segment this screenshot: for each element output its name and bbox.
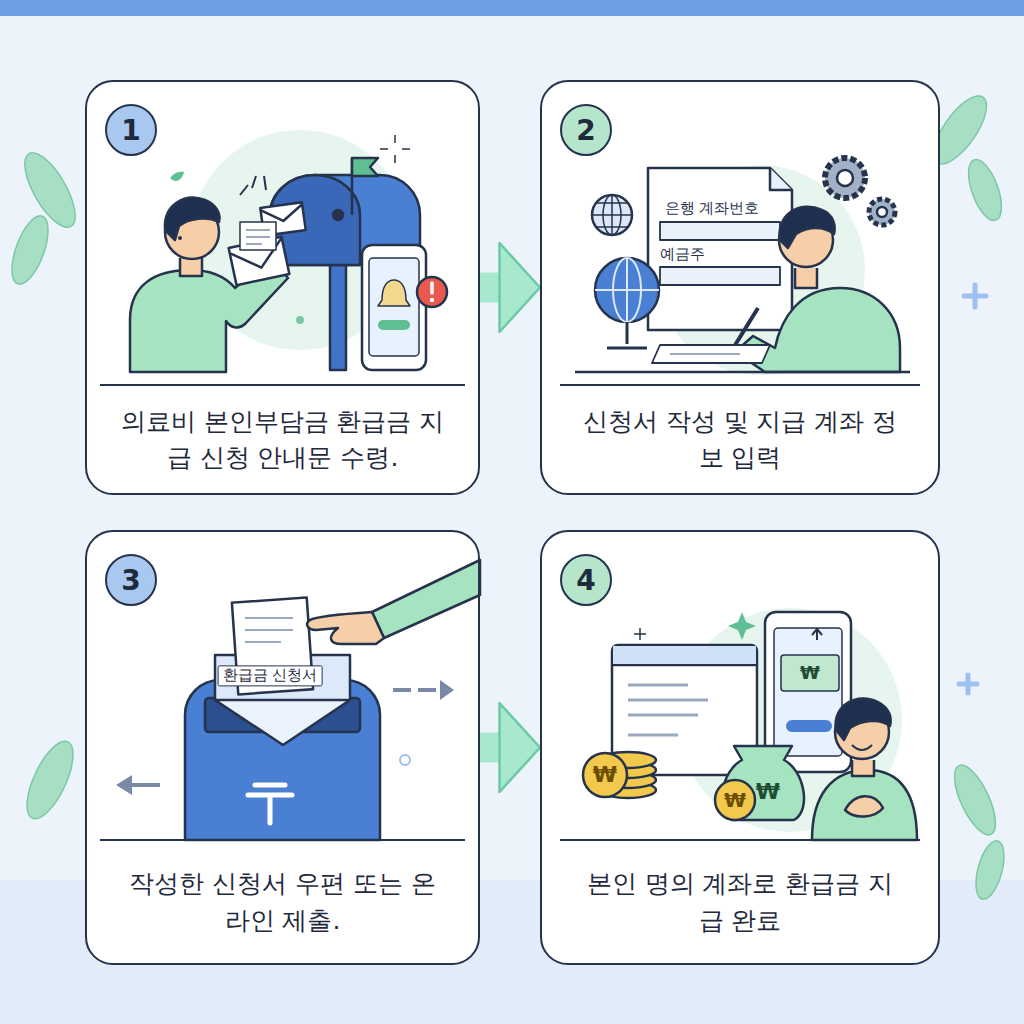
payment-illustration (583, 608, 917, 840)
step-number: 1 (105, 104, 157, 156)
step-caption: 작성한 신청서 우편 또는 온라인 제출. (118, 866, 448, 939)
currency-symbol: ₩ (800, 663, 820, 684)
step-number: 3 (105, 554, 157, 606)
field-label: 은행 계좌번호 (661, 199, 764, 218)
step-caption: 본인 명의 계좌로 환급금 지급 완료 (575, 866, 905, 939)
field-label: 예금주 (656, 245, 709, 264)
caption-area: 작성한 신청서 우편 또는 온라인 제출. (87, 842, 478, 963)
caption-area: 본인 명의 계좌로 환급금 지급 완료 (542, 842, 938, 963)
form-illustration (575, 158, 910, 375)
envelope-tag: 환급금 신청서 (218, 665, 323, 686)
currency-symbol: ₩ (724, 789, 746, 812)
step-number: 2 (560, 104, 612, 156)
step-number: 4 (560, 554, 612, 606)
step-caption: 신청서 작성 및 지급 계좌 정보 입력 (575, 404, 905, 477)
currency-symbol: ₩ (593, 762, 617, 787)
mail-illustration (130, 130, 447, 372)
caption-area: 의료비 본인부담금 환급금 지급 신청 안내문 수령. (87, 387, 478, 493)
caption-area: 신청서 작성 및 지급 계좌 정보 입력 (542, 387, 938, 493)
flow-arrow (480, 733, 500, 763)
step-panel: 2 신청서 작성 및 지급 계좌 정보 입력 (540, 80, 940, 495)
panel-divider (100, 385, 920, 840)
step-panel: 1 의료비 본인부담금 환급금 지급 신청 안내문 수령. (85, 80, 480, 495)
flow-arrow (480, 273, 500, 303)
step-panel: 3 작성한 신청서 우편 또는 온라인 제출. (85, 530, 480, 965)
currency-symbol: ₩ (756, 779, 780, 804)
postbox-illustration (116, 560, 480, 840)
panel-fill (86, 81, 939, 964)
step-panel: 4 본인 명의 계좌로 환급금 지급 완료 (540, 530, 940, 965)
step-caption: 의료비 본인부담금 환급금 지급 신청 안내문 수령. (118, 404, 448, 477)
